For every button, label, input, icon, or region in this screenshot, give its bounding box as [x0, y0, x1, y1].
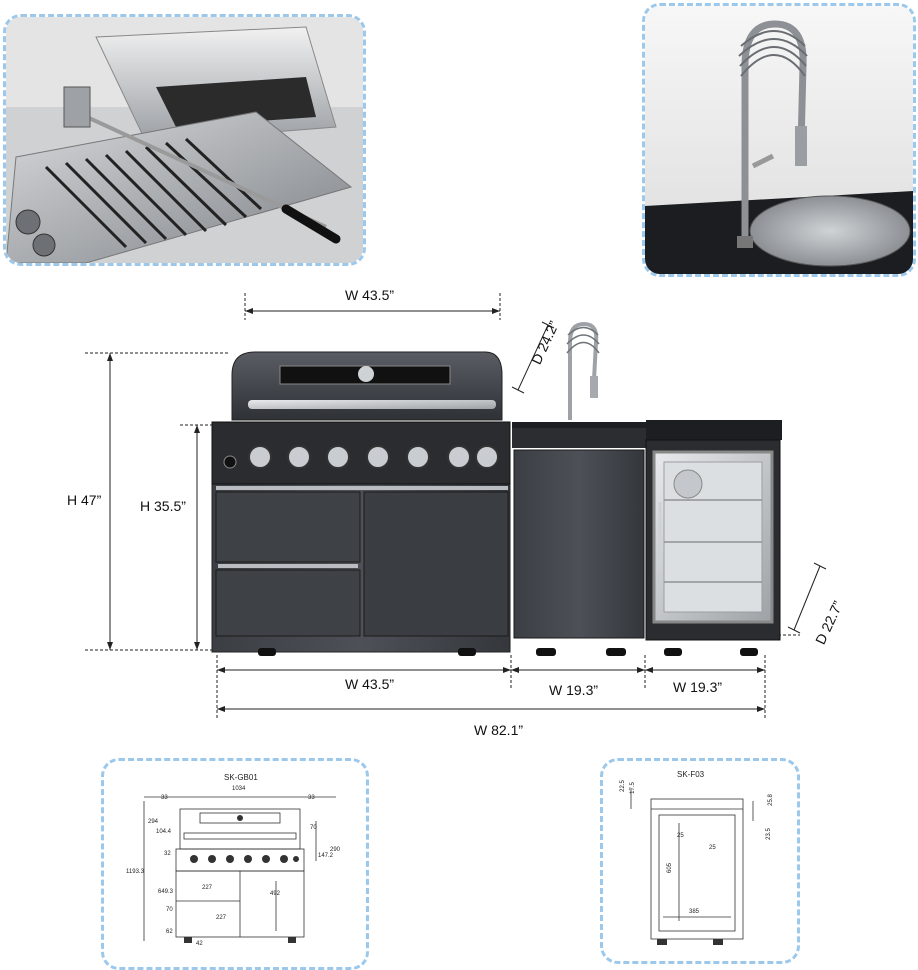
- grill-photo: [6, 17, 363, 263]
- fridge-dim-1: 22.5: [619, 780, 626, 792]
- grill-dim-7: 32: [164, 851, 171, 857]
- grill-drawing: [143, 796, 336, 943]
- grill-dim-1: 33: [161, 795, 168, 801]
- fridge-width-label: W 19.3”: [673, 679, 723, 695]
- grill-dim-17: 42: [196, 941, 203, 947]
- fridge-dim-7: 605: [667, 862, 674, 874]
- grill-dim-12: 227: [202, 885, 213, 891]
- sink-photo: [645, 6, 913, 274]
- grill-photo-frame: [3, 14, 366, 266]
- grill-dim-3: 33: [308, 795, 315, 801]
- top-width-label: W 43.5”: [345, 287, 395, 303]
- grill-dim-10: 1193.3: [126, 869, 144, 875]
- fridge-drawing: [630, 789, 754, 945]
- sink-width-label: W 19.3”: [549, 682, 599, 698]
- fridge-dim-4: 23.5: [765, 828, 772, 840]
- total-width-label: W 82.1”: [474, 722, 524, 738]
- sink-photo-frame: [642, 3, 916, 277]
- grill-dim-5: 104.4: [156, 829, 172, 835]
- grill-drawing-frame: SK-GB01 33 1034 33 294 104.4 70 32 147.2…: [101, 758, 369, 970]
- fridge-dim-2: 17.5: [629, 782, 636, 794]
- kitchen-illustration: [85, 293, 827, 720]
- grill-dim-9: 290: [330, 847, 341, 853]
- grill-drawing-title: SK-GB01: [224, 773, 258, 782]
- grill-dim-15: 227: [216, 915, 227, 921]
- fridge-dim-8: 385: [689, 909, 700, 915]
- grill-dim-2: 1034: [232, 786, 246, 792]
- grill-dim-14: 70: [166, 907, 173, 913]
- grill-width-label: W 43.5”: [345, 676, 395, 692]
- grill-dim-4: 294: [148, 819, 159, 825]
- counter-height-label: H 35.5”: [140, 498, 186, 514]
- fridge-drawing-frame: SK-F03 22.5 17.5 25.8 23.5 25 25 605 385: [600, 758, 800, 964]
- fridge-dim-5: 25: [677, 833, 684, 839]
- fridge-dim-3: 25.8: [767, 794, 774, 806]
- grill-dim-11: 649.3: [158, 889, 174, 895]
- grill-dim-8: 147.2: [318, 853, 334, 859]
- grill-dim-13: 492: [270, 891, 281, 897]
- grill-dim-16: 62: [166, 929, 173, 935]
- fridge-drawing-title: SK-F03: [677, 770, 705, 779]
- grill-dim-6: 70: [310, 825, 317, 831]
- total-height-label: H 47”: [67, 492, 102, 508]
- fridge-dim-6: 25: [709, 845, 716, 851]
